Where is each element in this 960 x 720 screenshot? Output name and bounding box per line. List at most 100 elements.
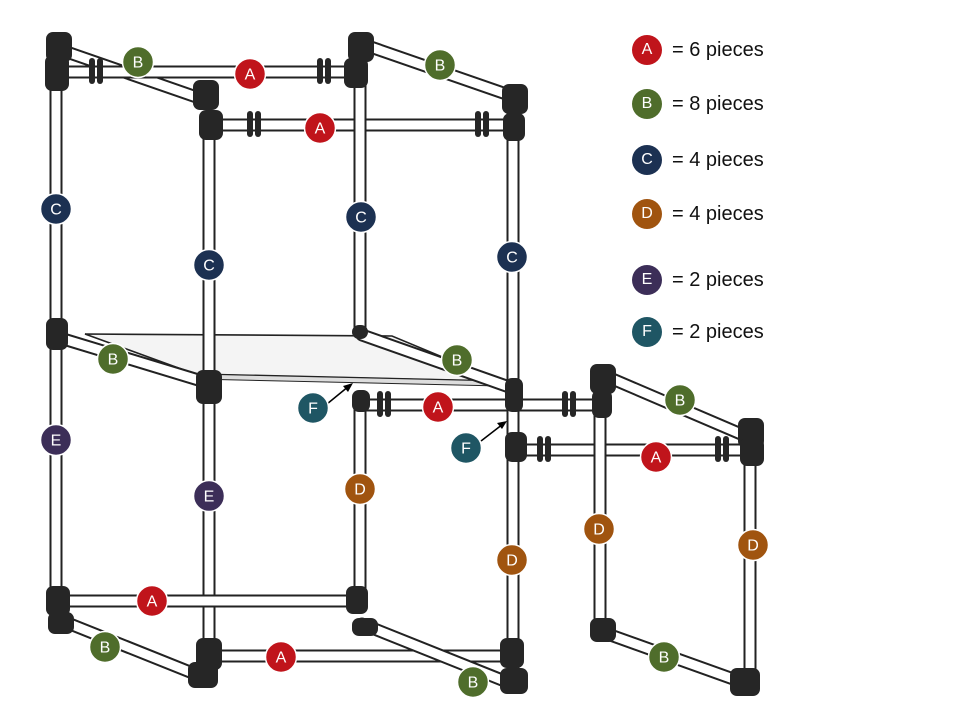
pipe-connector [502,84,528,114]
part-label-letter: B [452,353,463,370]
part-label-b: B [663,383,697,417]
pipe-connector [193,80,219,110]
part-label-d: D [343,472,377,506]
part-label-circle [121,45,155,79]
part-label-letter: E [51,433,62,450]
shelf-clip [537,436,543,462]
part-label-circle [456,665,490,699]
part-label-a: A [639,440,673,474]
pipe-connector [188,662,218,688]
part-label-letter: B [659,650,670,667]
part-label-circle [344,200,378,234]
part-label-circle [88,630,122,664]
legend-row: D = 4 pieces [632,198,764,230]
part-label-letter: B [133,55,144,72]
part-label-letter: A [433,400,444,417]
pipe-connector [352,390,370,412]
part-label-circle [96,342,130,376]
part-label-c: C [39,192,73,226]
part-label-letter: D [506,553,518,570]
part-label-f: F [296,391,330,425]
legend-count: = 6 pieces [672,38,764,61]
pipe-connector [592,390,612,418]
part-label-circle [343,472,377,506]
pipe-connector [500,668,528,694]
pipe-connector [45,55,69,91]
part-label-circle [736,528,770,562]
part-label-circle [639,440,673,474]
pointer-arrow [326,385,350,405]
part-label-c: C [495,240,529,274]
part-label-letter: C [355,210,367,227]
part-label-circle [135,584,169,618]
shelf-clip [247,111,253,137]
part-label-circle [39,423,73,457]
pointer-arrow [480,423,504,442]
pipe-connector [505,378,523,412]
shelf-clip [570,391,576,417]
part-label-d: D [582,512,616,546]
part-label-a: A [303,111,337,145]
part-label-letter: A [651,450,662,467]
part-label-d: D [736,528,770,562]
legend-row: F = 2 pieces [632,316,764,348]
part-label-c: C [192,248,226,282]
part-label-circle [39,192,73,226]
part-label-letter: A [276,650,287,667]
pipe-connector [503,113,525,141]
part-label-a: A [421,390,455,424]
legend-count: = 2 pieces [672,320,764,343]
part-label-circle [233,57,267,91]
part-label-circle [264,640,298,674]
part-label-letter: D [593,522,605,539]
part-label-letter: A [245,67,256,84]
part-label-a: A [233,57,267,91]
pipe-connector [46,32,72,62]
part-label-circle [303,111,337,145]
legend-count: = 8 pieces [672,92,764,115]
pipe-connector [500,638,524,668]
pipe-connector [590,618,616,642]
part-label-e: E [192,479,226,513]
legend-row: E = 2 pieces [632,264,764,296]
shelf-clip [715,436,721,462]
shelf-clip [385,391,391,417]
legend-badge: E [632,265,662,295]
shelf-clip [325,58,331,84]
part-label-circle [582,512,616,546]
legend-count: = 2 pieces [672,268,764,291]
part-label-circle [192,248,226,282]
pipe-connector [344,58,368,88]
shelf-clip [723,436,729,462]
part-label-circle [423,48,457,82]
shelf-clip [255,111,261,137]
pipe-connector [346,586,368,614]
pipe-connector [46,318,68,350]
part-label-circle [495,543,529,577]
part-label-circle [495,240,529,274]
part-label-circle [421,390,455,424]
part-label-b: B [456,665,490,699]
part-label-b: B [423,48,457,82]
shelf-clip [317,58,323,84]
pipe-connector [590,364,616,394]
pipe-connector [352,325,368,339]
pipe-connector [740,438,764,466]
pipe-mid-right-depth [357,330,517,393]
pipe-mid-left-depth [55,333,210,387]
part-label-letter: C [506,250,518,267]
part-label-letter: B [100,640,111,657]
part-label-f: F [449,431,483,465]
legend-row: B = 8 pieces [632,88,764,120]
pipe-connector [48,612,74,634]
part-label-letter: D [747,538,759,555]
shelf-clip [483,111,489,137]
part-label-letter: B [675,393,686,410]
part-label-letter: B [108,352,119,369]
part-label-letter: A [315,121,326,138]
part-label-b: B [121,45,155,79]
part-label-circle [296,391,330,425]
part-label-letter: C [50,202,62,219]
pointer-arrowhead [343,383,353,392]
part-label-b: B [440,343,474,377]
